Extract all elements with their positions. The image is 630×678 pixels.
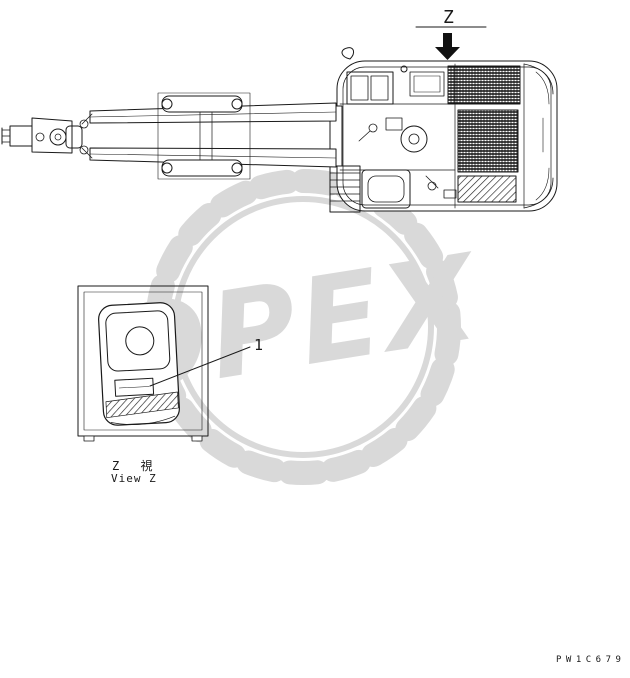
cylinder-assembly bbox=[157, 92, 251, 180]
down-arrow-icon bbox=[435, 33, 460, 60]
view-z-letter: Z bbox=[443, 7, 454, 28]
door-panel bbox=[98, 302, 180, 426]
callout-1-number: 1 bbox=[254, 336, 263, 354]
access-ladder bbox=[329, 165, 361, 213]
swivel-circle bbox=[400, 125, 428, 153]
detail-frame-outer bbox=[77, 285, 209, 437]
engine-hatch-block bbox=[447, 65, 521, 105]
boom-upper-beam bbox=[89, 102, 337, 124]
hand-rail bbox=[341, 47, 355, 60]
view-caption-cjk: Z 視 bbox=[112, 459, 160, 473]
platform bbox=[361, 169, 411, 209]
callout-1-leader bbox=[149, 346, 251, 387]
part-code: PW1C679 bbox=[556, 655, 626, 665]
machinery-block bbox=[457, 109, 519, 173]
attachment-head bbox=[1, 113, 93, 159]
view-z-marker: Z bbox=[415, 7, 487, 60]
view-caption-en: View Z bbox=[111, 472, 157, 485]
vent-hatch-block bbox=[457, 175, 517, 203]
detail-view-z: 1 bbox=[77, 285, 263, 442]
hatch-band bbox=[105, 391, 179, 419]
lock-circle bbox=[125, 326, 155, 356]
detail-frame-inner bbox=[83, 291, 203, 431]
plate-item-1 bbox=[114, 377, 155, 397]
excavator-top-view bbox=[1, 47, 558, 213]
